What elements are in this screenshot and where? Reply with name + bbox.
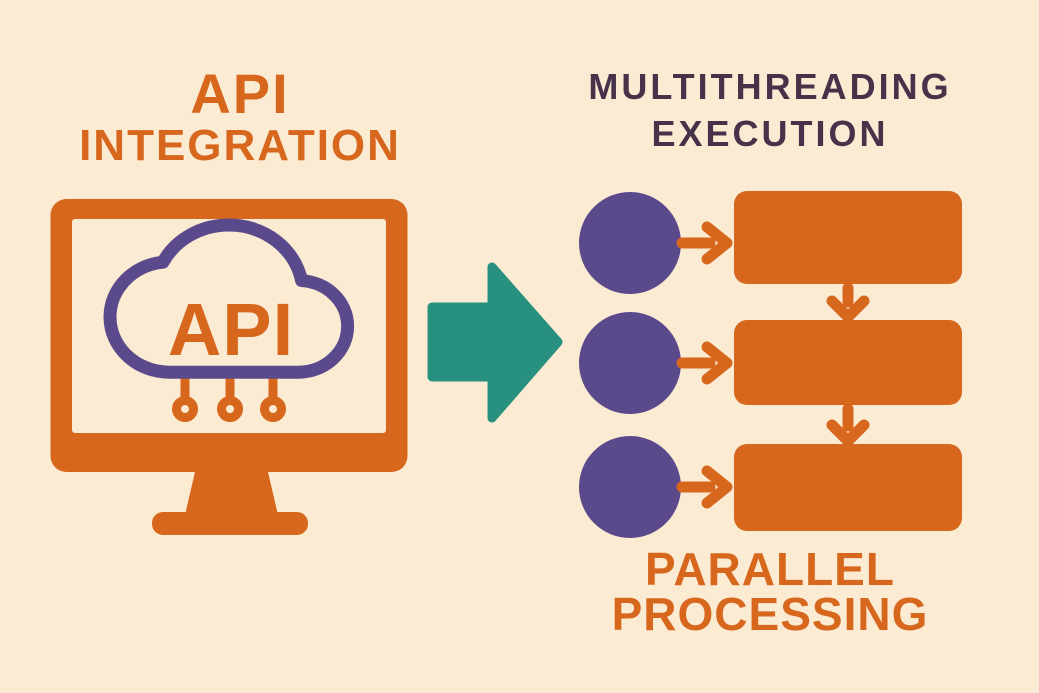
title-line-multithreading: MULTITHREADING	[588, 66, 952, 107]
thread-circle	[579, 436, 681, 538]
parallel-processing-caption: PARALLEL PROCESSING	[545, 543, 995, 640]
thread-row	[579, 312, 962, 414]
arrow-right-icon	[427, 262, 563, 423]
thread-arrow-head	[701, 221, 733, 265]
thread-circle	[579, 192, 681, 294]
arrow-right-shape	[427, 262, 563, 423]
thread-arrow-head	[701, 465, 733, 509]
monitor-icon: API	[50, 190, 410, 535]
monitor-base	[152, 512, 308, 535]
thread-flow-diagram	[579, 191, 962, 538]
title-line-api: API	[190, 62, 290, 125]
sequence-arrow-head	[826, 295, 870, 323]
task-box	[734, 191, 962, 284]
caption-line-processing: PROCESSING	[611, 588, 929, 640]
task-box	[734, 444, 962, 531]
pin-ring	[172, 396, 198, 422]
title-line-execution: EXECUTION	[651, 113, 889, 154]
multithreading-title: MULTITHREADING EXECUTION	[545, 63, 995, 157]
api-integration-title: API INTEGRATION	[30, 65, 450, 169]
caption-line-parallel: PARALLEL	[645, 543, 895, 595]
cloud-icon	[110, 225, 348, 372]
thread-row	[579, 436, 962, 538]
sequence-arrow-head	[826, 419, 870, 447]
sequence-arrow-down	[826, 282, 870, 323]
thread-circle	[579, 312, 681, 414]
thread-row	[579, 191, 962, 294]
pin-ring	[217, 396, 243, 422]
title-line-integration: INTEGRATION	[79, 121, 401, 170]
cloud-api-label: API	[168, 288, 294, 371]
thread-arrow-head	[701, 341, 733, 385]
sequence-arrow-down	[826, 403, 870, 447]
pin-ring	[260, 396, 286, 422]
monitor-stand	[185, 472, 278, 515]
task-box	[734, 320, 962, 405]
